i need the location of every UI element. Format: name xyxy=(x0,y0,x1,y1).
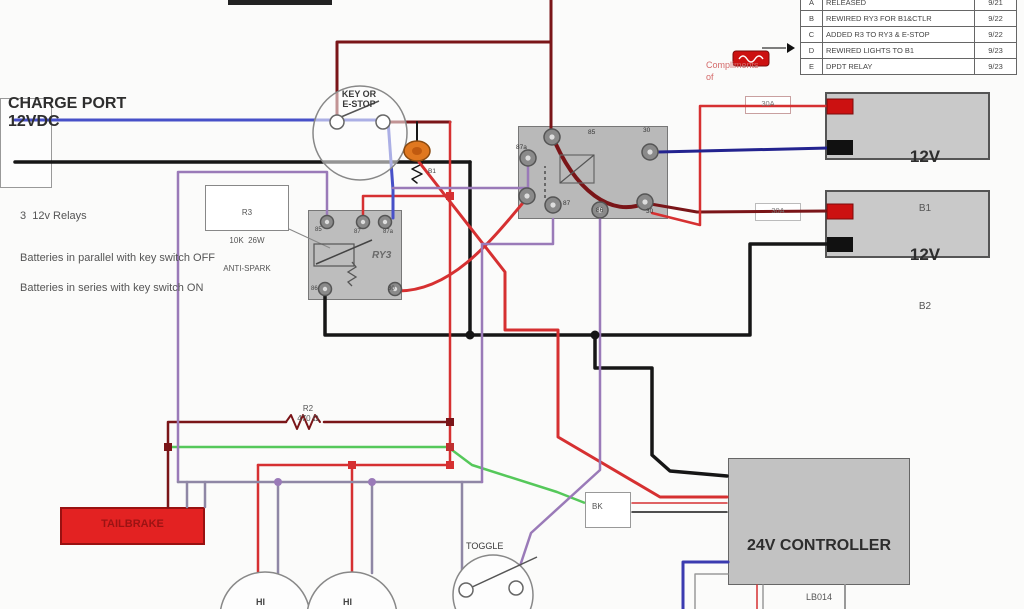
wire-b2-negative xyxy=(593,242,835,337)
revision-row: B REWIRED RY3 FOR B1&CTLR 9/22 xyxy=(801,11,1017,27)
wire-green-brake xyxy=(172,445,586,505)
ry3-pin-87a: 87a xyxy=(383,229,394,235)
wire-to-b2-positive xyxy=(643,201,831,214)
dpdt-pin-86: 86 xyxy=(596,207,604,214)
revision-row: D REWIRED LIGHTS TO B1 9/23 xyxy=(801,43,1017,59)
dpdt-pin-30bot: 30 xyxy=(646,208,654,215)
tailbrake-label: TAILBRAKE xyxy=(101,518,164,530)
dpdt-pin-30top: 30 xyxy=(643,127,651,134)
revision-row: C ADDED R3 TO RY3 & E-STOP 9/22 xyxy=(801,27,1017,43)
battery1-label: 12V B1 xyxy=(909,146,941,215)
note-relays: 3 12v Relays xyxy=(20,210,87,222)
wire-ry3-30-curve xyxy=(396,196,529,293)
toggle-switch-symbol xyxy=(452,554,538,609)
fuse1-label: 30A xyxy=(761,99,775,108)
ry3-pin-86: 86 xyxy=(311,286,318,292)
controller-label: 24V CONTROLLER LB014 xyxy=(746,536,891,602)
fuse2-label: 30A xyxy=(771,206,785,215)
battery2-label: 12V B2 xyxy=(909,244,941,313)
ry3-pin-30: 30 xyxy=(388,286,395,292)
light1-label: HI xyxy=(256,597,265,607)
revision-row: A RELEASED 9/21 xyxy=(801,0,1017,11)
headlight-symbols xyxy=(219,571,398,609)
bk-label: BK xyxy=(592,502,603,511)
ry3-pin-87: 87 xyxy=(354,229,361,235)
wire-black-group xyxy=(13,121,835,513)
b1-sense-component xyxy=(403,140,431,162)
wire-ground-run xyxy=(323,289,729,478)
b1-sense-label: B1 xyxy=(428,168,436,175)
revision-table: A RELEASED 9/21 B REWIRED RY3 FOR B1&CTL… xyxy=(800,0,1017,75)
relay-dpdt-box xyxy=(518,126,668,219)
note-series: Batteries in series with key switch ON xyxy=(20,282,204,294)
revision-row: E DPDT RELAY 9/23 xyxy=(801,59,1017,75)
wire-toggle-right xyxy=(512,217,602,586)
wire-b1-negative xyxy=(656,146,831,154)
controller-box xyxy=(728,458,910,585)
r3-callout-label: R3 10K 26W ANTI-SPARK xyxy=(223,208,271,273)
wire-b1-positive xyxy=(650,104,831,227)
ry3-pin-85: 85 xyxy=(315,227,322,233)
ry3-label: RY3 xyxy=(372,250,392,261)
toggle-label: TOGGLE xyxy=(466,541,504,551)
wire-r2-left xyxy=(166,420,288,509)
light2-label: HI xyxy=(343,597,352,607)
tailbrake-box xyxy=(60,507,205,545)
b1-sense-zigzag xyxy=(411,159,423,184)
title-cut-bar xyxy=(228,0,332,5)
revision-pointer-arrow xyxy=(787,43,795,53)
note-parallel: Batteries in parallel with key switch OF… xyxy=(20,252,216,264)
dpdt-pin-85: 85 xyxy=(588,129,596,136)
dpdt-pin-87: 87 xyxy=(563,200,571,207)
dpdt-pin-87a: 87a xyxy=(516,144,527,151)
